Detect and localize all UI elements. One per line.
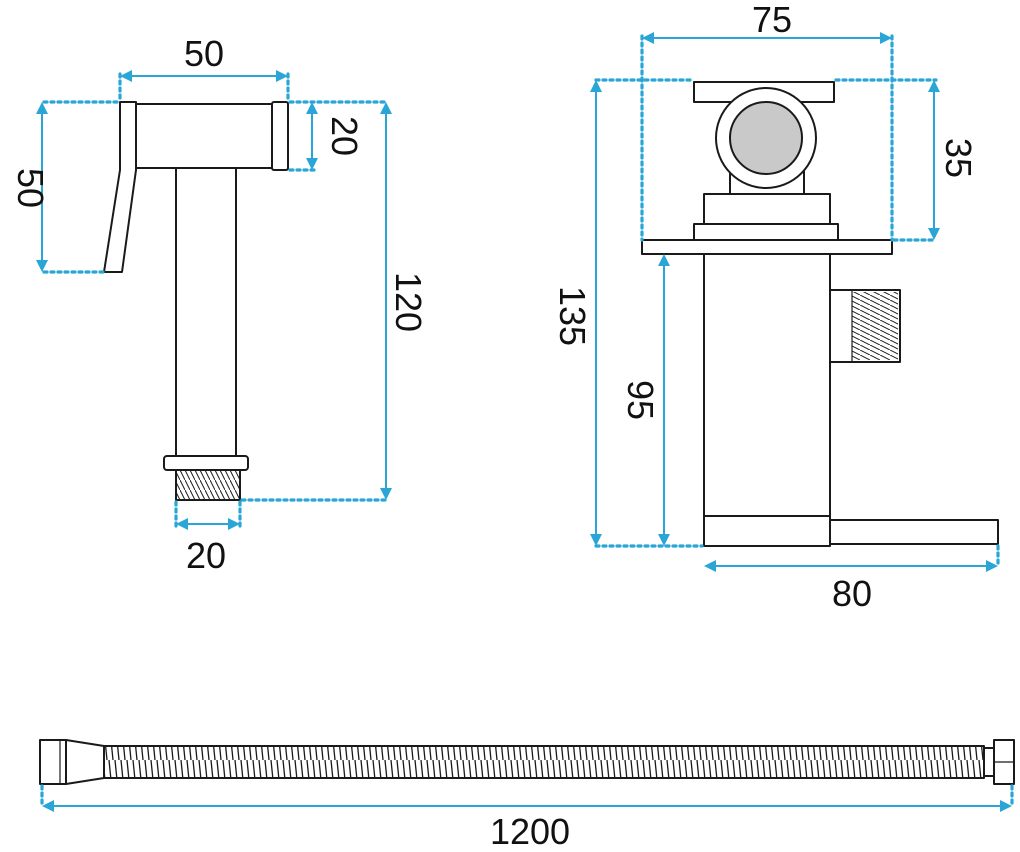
- valve-ball: [729, 101, 803, 175]
- label-sprayer-lever-height: 50: [10, 168, 51, 208]
- label-valve-top-height: 35: [938, 138, 979, 178]
- sprayer-thread-lines: [177, 471, 239, 499]
- label-valve-total-height: 135: [552, 286, 593, 346]
- sprayer-collar: [163, 455, 249, 471]
- hose-drawing: [39, 739, 1015, 785]
- valve-drawing: [641, 81, 999, 547]
- hose-right-ferrule: [983, 747, 995, 777]
- sprayer-head: [135, 103, 275, 169]
- hose-braid-coil: [105, 747, 983, 777]
- valve-bonnet-ring: [693, 223, 839, 241]
- valve-base: [703, 515, 831, 547]
- sprayer-drawing: [103, 101, 289, 501]
- label-valve-body-height: 95: [620, 380, 661, 420]
- sprayer-dimensions: 50 50 20 120 20: [10, 33, 429, 576]
- sprayer-lever: [103, 101, 137, 273]
- hose-left-nut: [39, 739, 67, 785]
- label-valve-width: 75: [752, 0, 792, 40]
- valve-outlet-thread: [852, 292, 898, 360]
- valve-dimensions: 75 35 135 95 80: [552, 0, 1000, 614]
- label-hose-length: 1200: [490, 811, 570, 852]
- valve-bonnet: [703, 193, 831, 225]
- label-sprayer-thread: 20: [186, 535, 226, 576]
- valve-flange: [641, 239, 893, 255]
- label-valve-lever-length: 80: [832, 573, 872, 614]
- hose-left-cone: [65, 739, 105, 785]
- label-sprayer-total-height: 120: [388, 272, 429, 332]
- sprayer-nozzle: [271, 101, 289, 171]
- valve-body: [703, 253, 831, 517]
- valve-lever: [829, 519, 999, 545]
- hose-dimensions: 1200: [40, 784, 1014, 852]
- label-sprayer-width: 50: [184, 33, 224, 74]
- sprayer-handle: [175, 167, 237, 457]
- label-sprayer-head-height: 20: [324, 116, 365, 156]
